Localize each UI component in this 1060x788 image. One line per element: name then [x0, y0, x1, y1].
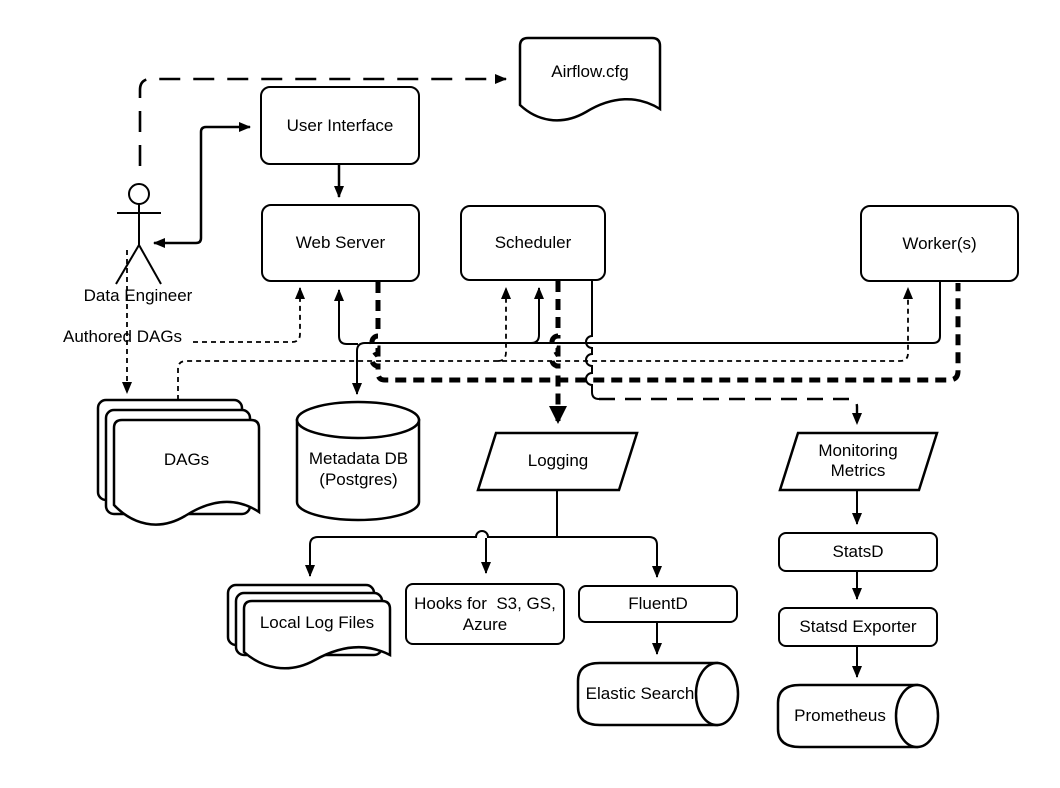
shape-airflow-cfg-document: [518, 36, 662, 122]
edge-authored-dags-to-web-server: [193, 287, 305, 343]
shape-monitoring-metrics-parallelogram: [778, 431, 939, 492]
edge-scheduler-to-logging: [549, 281, 567, 424]
label-local-log-files: Local Log Files: [259, 612, 375, 632]
label-monitoring-metrics: Monitoring Metrics: [818, 440, 898, 480]
node-fluentd: FluentD: [578, 585, 738, 623]
shape-dags-documents: [96, 398, 261, 526]
edge-data-engineer-user-interface: [153, 122, 251, 248]
edge-logging-to-fluentd: [557, 536, 662, 578]
label-logging: Logging: [527, 450, 589, 470]
label-data-engineer: Data Engineer: [83, 285, 193, 305]
edge-dags-to-scheduler: [497, 287, 511, 362]
shape-local-log-files-documents: [226, 583, 392, 670]
edge-worker-to-web-server: [334, 289, 358, 345]
label-authored-dags: Authored DAGs: [63, 326, 183, 346]
shape-logging-parallelogram: [476, 431, 639, 492]
node-hooks: Hooks for S3, GS, Azure: [405, 583, 565, 645]
edge-web-server-to-worker-thick: [369, 282, 961, 383]
label-dags: DAGs: [163, 449, 210, 469]
node-statsd-exporter: Statsd Exporter: [778, 607, 938, 647]
label-metadata-db-line1: Metadata DB: [308, 448, 409, 468]
node-user-interface: User Interface: [260, 86, 420, 165]
actor-data-engineer: [115, 183, 162, 285]
edge-worker-to-metadata-db: [352, 281, 941, 395]
label-metadata-db-line2: (Postgres): [319, 469, 398, 489]
edges: [122, 74, 961, 678]
edge-data-engineer-to-airflow-cfg: [138, 74, 507, 166]
node-web-server: Web Server: [261, 204, 420, 282]
node-workers: Worker(s): [860, 205, 1019, 282]
label-airflow-cfg: Airflow.cfg: [551, 61, 629, 81]
edge-scheduler-drop: [585, 281, 600, 400]
shape-prometheus-cylinder: [776, 683, 940, 749]
label-elastic-search: Elastic Search: [585, 683, 695, 703]
label-prometheus: Prometheus: [794, 705, 886, 725]
shape-metadata-db-cylinder: [295, 400, 421, 522]
edge-scheduler-to-monitoring-metrics: [599, 397, 862, 425]
edge-logging-to-local-log-files: [305, 530, 557, 577]
edge-worker-to-scheduler: [530, 287, 544, 344]
shape-elastic-search-cylinder: [576, 661, 740, 727]
node-statsd: StatsD: [778, 532, 938, 572]
node-scheduler: Scheduler: [460, 205, 606, 281]
edge-dags-to-worker: [177, 287, 913, 418]
